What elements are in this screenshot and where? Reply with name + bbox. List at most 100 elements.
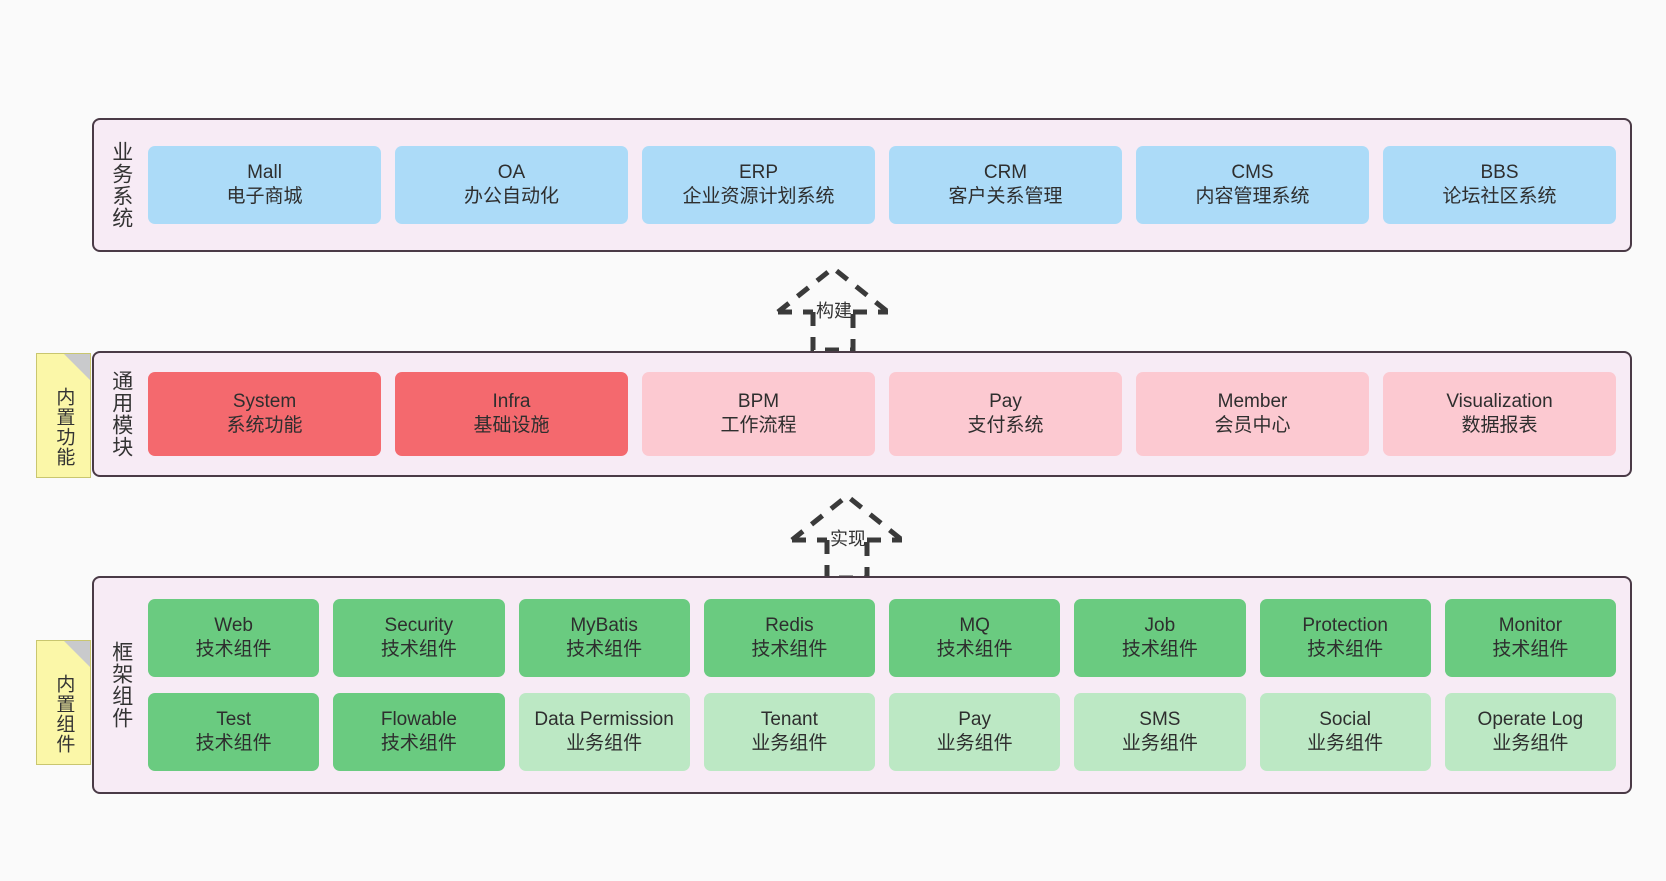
cell-title: Data Permission bbox=[534, 708, 674, 730]
framework-card-mq[interactable]: MQ 技术组件 bbox=[889, 599, 1061, 677]
connector-build-label: 构建 bbox=[816, 301, 852, 321]
framework-card-security[interactable]: Security 技术组件 bbox=[333, 599, 505, 677]
note-builtin-component-text: 内置组件 bbox=[53, 673, 75, 754]
note-builtin-component: 内置组件 bbox=[36, 640, 91, 765]
framework-card-redis[interactable]: Redis 技术组件 bbox=[703, 599, 875, 677]
common-card-system[interactable]: System 系统功能 bbox=[148, 372, 381, 456]
cell-subtitle: 业务组件 bbox=[1121, 733, 1198, 754]
framework-card-tenant[interactable]: Tenant 业务组件 bbox=[703, 693, 875, 771]
cell-title: Tenant bbox=[760, 708, 818, 730]
cell-subtitle: 企业资源计划系统 bbox=[682, 186, 835, 207]
cell-subtitle: 内容管理系统 bbox=[1195, 186, 1310, 207]
cell-subtitle: 系统功能 bbox=[226, 415, 303, 436]
cell-subtitle: 技术组件 bbox=[195, 639, 272, 660]
business-card-crm[interactable]: CRM 客户关系管理 bbox=[889, 146, 1122, 224]
cell-title: SMS bbox=[1139, 708, 1181, 730]
note-builtin-feature-text: 内置功能 bbox=[53, 386, 75, 467]
framework-card-web[interactable]: Web 技术组件 bbox=[148, 599, 320, 677]
cell-subtitle: 技术组件 bbox=[936, 639, 1013, 660]
connector-implement-label: 实现 bbox=[830, 529, 866, 549]
cell-title: Flowable bbox=[380, 708, 457, 730]
cell-subtitle: 技术组件 bbox=[751, 639, 828, 660]
common-card-infra[interactable]: Infra 基础设施 bbox=[395, 372, 628, 456]
cell-subtitle: 客户关系管理 bbox=[948, 186, 1063, 207]
cell-subtitle: 业务组件 bbox=[751, 733, 828, 754]
cell-subtitle: 技术组件 bbox=[1307, 639, 1384, 660]
cell-subtitle: 会员中心 bbox=[1214, 415, 1291, 436]
layer-business-system-label: 业务系统 bbox=[109, 141, 133, 229]
connector-implement-arrow: 实现 bbox=[772, 490, 922, 582]
cell-title: Pay bbox=[989, 390, 1022, 412]
cell-title: Job bbox=[1144, 614, 1176, 636]
cell-subtitle: 办公自动化 bbox=[463, 186, 559, 207]
cell-subtitle: 技术组件 bbox=[1121, 639, 1198, 660]
framework-card-flowable[interactable]: Flowable 技术组件 bbox=[333, 693, 505, 771]
cell-title: Operate Log bbox=[1477, 708, 1584, 730]
cell-title: MQ bbox=[959, 614, 990, 636]
cell-title: Test bbox=[216, 708, 252, 730]
common-card-bpm[interactable]: BPM 工作流程 bbox=[642, 372, 875, 456]
business-card-bbs[interactable]: BBS 论坛社区系统 bbox=[1383, 146, 1616, 224]
layer-common-module-label: 通用模块 bbox=[109, 370, 133, 458]
cell-subtitle: 业务组件 bbox=[1307, 733, 1384, 754]
note-fold-corner-icon bbox=[64, 354, 90, 380]
cell-title: Visualization bbox=[1446, 390, 1553, 412]
framework-card-protection[interactable]: Protection 技术组件 bbox=[1259, 599, 1431, 677]
cell-subtitle: 技术组件 bbox=[380, 733, 457, 754]
framework-card-test[interactable]: Test 技术组件 bbox=[148, 693, 320, 771]
framework-card-job[interactable]: Job 技术组件 bbox=[1074, 599, 1246, 677]
cell-title: OA bbox=[497, 161, 526, 183]
cell-subtitle: 技术组件 bbox=[195, 733, 272, 754]
framework-card-operate-log[interactable]: Operate Log 业务组件 bbox=[1444, 693, 1616, 771]
connector-build-arrow: 构建 bbox=[758, 262, 908, 354]
cell-title: MyBatis bbox=[570, 614, 638, 636]
cell-title: Mall bbox=[247, 161, 282, 183]
cell-subtitle: 数据报表 bbox=[1461, 415, 1538, 436]
cell-title: CRM bbox=[983, 161, 1028, 183]
cell-title: Social bbox=[1319, 708, 1371, 730]
framework-card-sms[interactable]: SMS 业务组件 bbox=[1074, 693, 1246, 771]
cell-title: Monitor bbox=[1498, 614, 1563, 636]
cell-title: System bbox=[232, 390, 297, 412]
cell-title: Protection bbox=[1302, 614, 1388, 636]
cell-title: Pay bbox=[958, 708, 991, 730]
cell-title: Web bbox=[214, 614, 253, 636]
cell-subtitle: 业务组件 bbox=[1492, 733, 1569, 754]
layer-framework-component-label: 框架组件 bbox=[109, 641, 133, 729]
business-card-cms[interactable]: CMS 内容管理系统 bbox=[1136, 146, 1369, 224]
cell-title: Redis bbox=[765, 614, 814, 636]
business-card-oa[interactable]: OA 办公自动化 bbox=[395, 146, 628, 224]
cell-subtitle: 基础设施 bbox=[473, 415, 550, 436]
cell-title: ERP bbox=[738, 161, 779, 183]
cell-subtitle: 工作流程 bbox=[720, 415, 797, 436]
business-card-erp[interactable]: ERP 企业资源计划系统 bbox=[642, 146, 875, 224]
cell-subtitle: 技术组件 bbox=[566, 639, 643, 660]
cell-title: CMS bbox=[1231, 161, 1274, 183]
framework-card-social[interactable]: Social 业务组件 bbox=[1259, 693, 1431, 771]
common-card-visualization[interactable]: Visualization 数据报表 bbox=[1383, 372, 1616, 456]
cell-title: BPM bbox=[737, 390, 780, 412]
cell-title: BBS bbox=[1480, 161, 1519, 183]
cell-subtitle: 论坛社区系统 bbox=[1442, 186, 1557, 207]
cell-title: Security bbox=[384, 614, 454, 636]
note-builtin-feature: 内置功能 bbox=[36, 353, 91, 478]
cell-title: Infra bbox=[492, 390, 531, 412]
cell-subtitle: 技术组件 bbox=[380, 639, 457, 660]
framework-card-mybatis[interactable]: MyBatis 技术组件 bbox=[518, 599, 690, 677]
note-fold-corner-icon bbox=[64, 641, 90, 667]
